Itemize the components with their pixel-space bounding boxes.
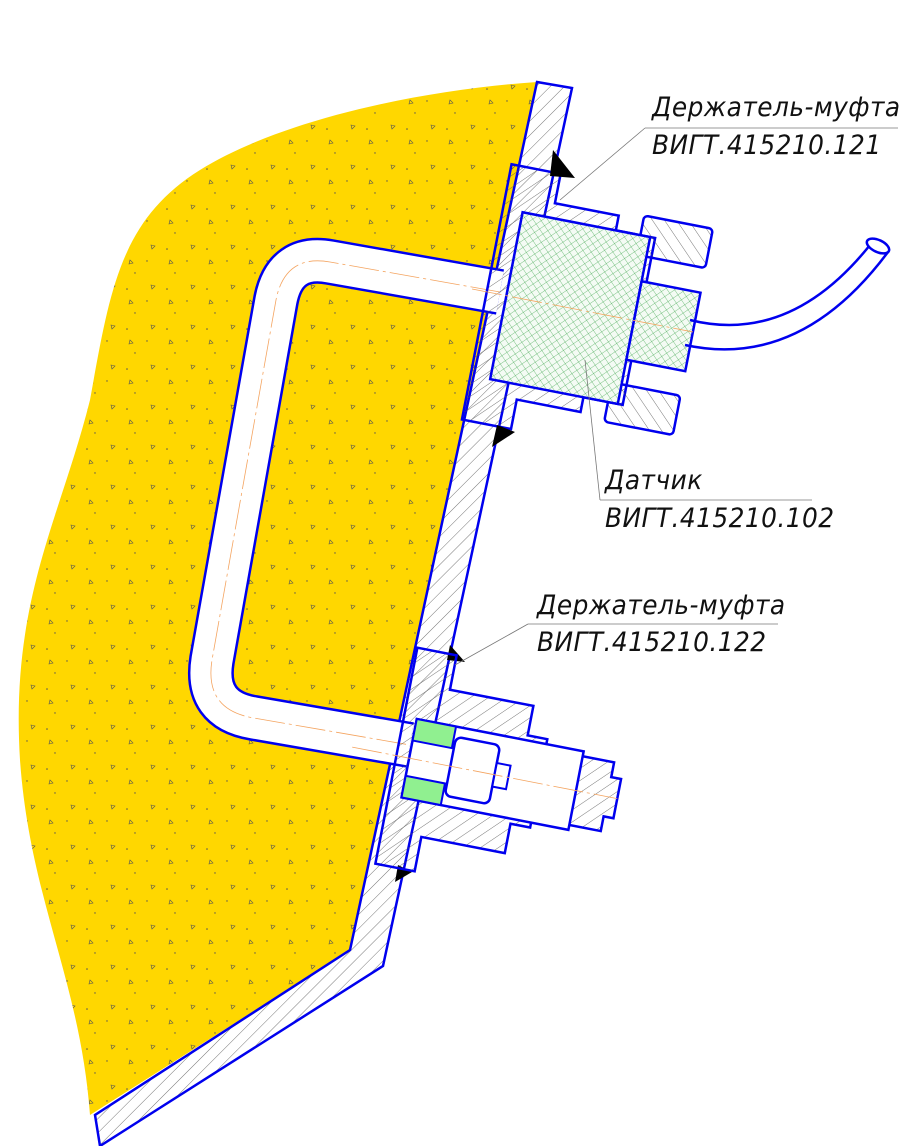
leader-lines	[454, 127, 898, 666]
u-tube	[187, 237, 504, 768]
label-holder-lower-code: ВИГТ.415210.122	[537, 627, 767, 658]
weld-icon	[492, 425, 515, 447]
label-holder-upper-code: ВИГТ.415210.121	[652, 130, 882, 161]
weld-icon	[550, 150, 575, 178]
lower-holder-coupling	[352, 646, 623, 873]
sensor-cable	[684, 244, 890, 351]
label-sensor-name: Датчик	[605, 465, 703, 496]
label-sensor-code: ВИГТ.415210.102	[605, 503, 835, 534]
label-holder-lower-name: Держатель-муфта	[537, 590, 786, 621]
upper-holder-coupling	[460, 162, 714, 436]
label-holder-upper-name: Держатель-муфта	[652, 92, 900, 123]
nut	[444, 736, 501, 805]
material-fill	[18, 82, 538, 1115]
